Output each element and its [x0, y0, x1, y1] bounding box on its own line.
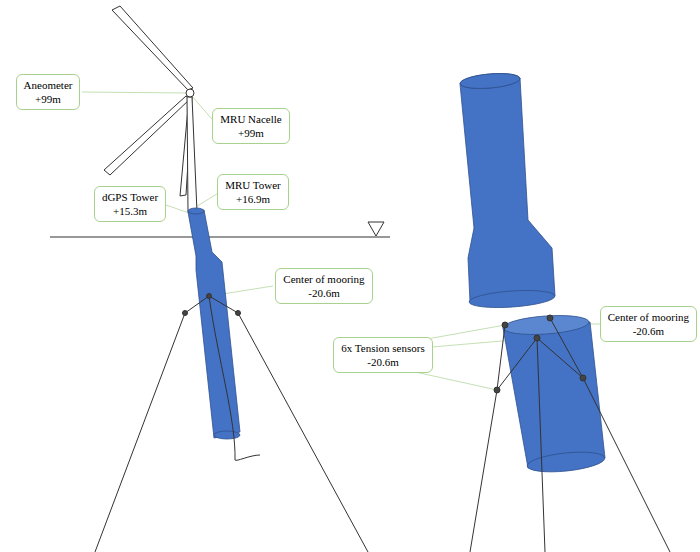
elevation-value: +16.9m [225, 192, 281, 206]
callout-box: MRU Nacelle+99m [212, 108, 289, 145]
callout-box: 6x Tension sensors-20.6m [333, 337, 432, 374]
elevation-value: +99m [220, 126, 281, 140]
elevation-value: +15.3m [102, 204, 158, 218]
mooring-lines [95, 294, 368, 552]
spar-lower-section [502, 313, 605, 475]
sensor-name: 6x Tension sensors [341, 341, 424, 355]
sensor-name: MRU Nacelle [220, 112, 281, 126]
callout-box: Center of mooring-20.6m [600, 306, 697, 343]
floating-spar [188, 208, 240, 439]
elevation-value: -20.6m [283, 286, 364, 300]
elevation-value: -20.6m [608, 324, 689, 338]
sensor-name: Center of mooring [283, 272, 364, 286]
callout-box: Center of mooring-20.6m [275, 268, 372, 305]
elevation-value: -20.6m [341, 355, 424, 369]
sensor-name: MRU Tower [225, 178, 281, 192]
elevation-value: +99m [24, 92, 73, 106]
rotor [104, 6, 197, 212]
callout-box: MRU Tower+16.9m [217, 174, 289, 211]
callout-box: Aneometer+99m [16, 74, 81, 111]
sensor-name: Center of mooring [608, 310, 689, 324]
callout-box: dGPS Tower+15.3m [94, 186, 166, 223]
sensor-name: Aneometer [24, 78, 73, 92]
water-line [50, 236, 390, 237]
water-level-symbol [368, 222, 384, 236]
mooring-detail [470, 315, 670, 552]
spar-upper-section [460, 71, 556, 310]
sensor-name: dGPS Tower [102, 190, 158, 204]
